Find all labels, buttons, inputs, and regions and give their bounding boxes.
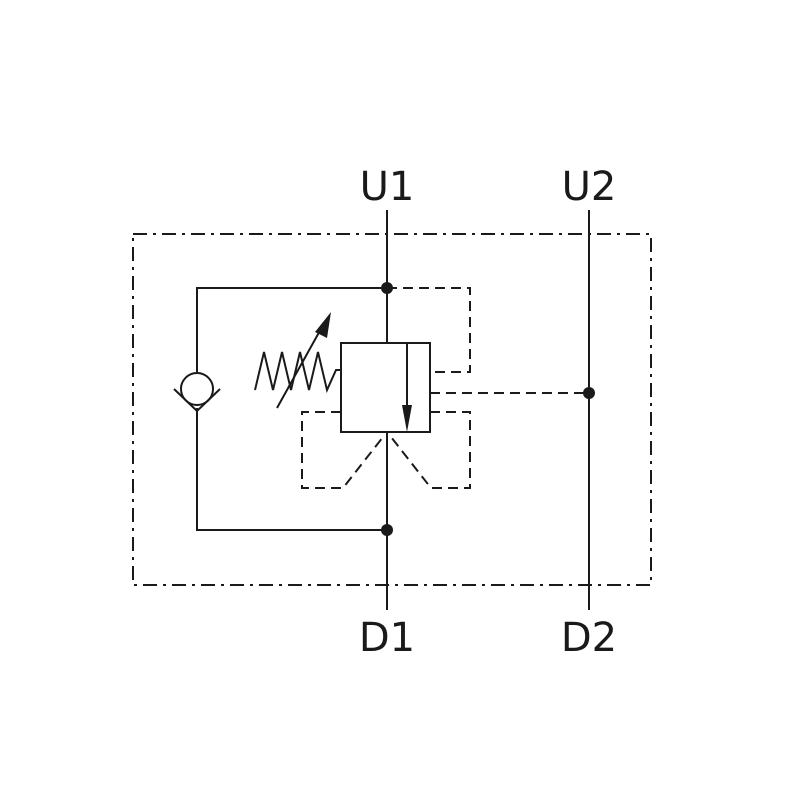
check-valve-seat (173, 388, 221, 413)
adjustable-spring-icon (254, 351, 341, 394)
bypass-line-bottom (196, 408, 387, 531)
port-label-d2: D2 (561, 615, 617, 661)
adjustment-arrow-icon (276, 312, 331, 409)
pilot-line-top (387, 287, 471, 373)
valve-body-box (340, 342, 431, 433)
check-valve-symbol (173, 372, 221, 413)
port-label-u1: U1 (360, 164, 415, 210)
junction-dot-bottom (381, 524, 393, 536)
junction-dot-u2 (583, 387, 595, 399)
port-label-d1: D1 (359, 615, 415, 661)
pilot-line-bottom-left (301, 411, 384, 489)
pilot-line-bottom-right (390, 411, 471, 489)
check-valve-ball (180, 372, 214, 406)
port-label-u2: U2 (562, 164, 617, 210)
flow-arrow-icon (402, 343, 412, 432)
bypass-line-top (196, 287, 387, 373)
